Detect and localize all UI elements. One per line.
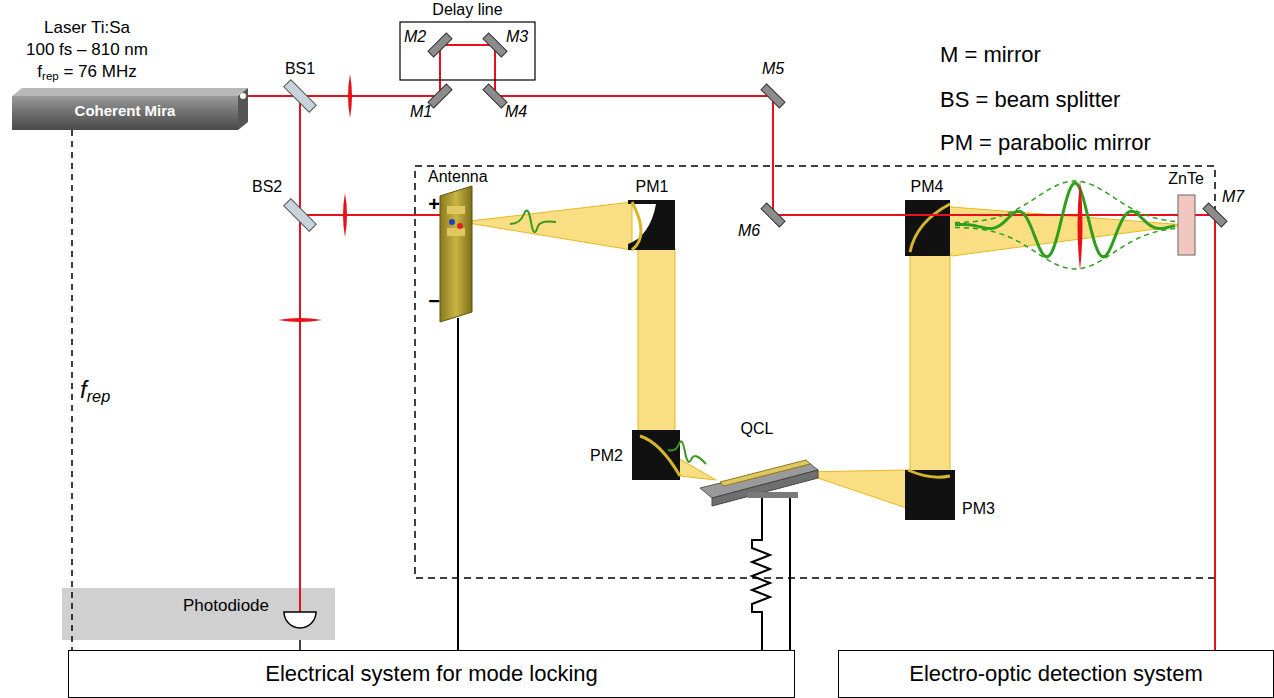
legend-note: PM = parabolic mirror (940, 130, 1151, 155)
photodiode: Photodiode (62, 588, 335, 640)
laser-housing (12, 88, 248, 130)
laser-brand: Coherent Mira (12, 102, 238, 119)
component-name: Photodiode (183, 596, 269, 616)
system-box: Electro-optic detection system (838, 650, 1274, 698)
thz-beam (462, 202, 1186, 516)
part-label: M4 (505, 103, 527, 121)
system-name: Electro-optic detection system (909, 661, 1202, 687)
system-box: Electrical system for mode locking (68, 650, 795, 698)
laser-beam (905, 214, 950, 216)
laser-beam (245, 45, 1215, 650)
laser-source: Laser Ti:Sa100 fs – 810 nmfrep = 76 MHzC… (12, 18, 248, 130)
legend-note: BS = beam splitter (940, 87, 1120, 112)
part-label: PM1 (636, 178, 669, 196)
laser-spec: 100 fs – 810 nm (12, 40, 162, 60)
antenna-symbol (440, 186, 472, 322)
laser-pulse (1078, 180, 1083, 270)
connector (299, 640, 301, 650)
thz-field (955, 183, 1175, 257)
delay-box-outline (400, 22, 535, 80)
part-label: M1 (410, 103, 432, 121)
legend-note: M = mirror (940, 42, 1041, 67)
part-label: M7 (1222, 188, 1244, 206)
thz-pulse (510, 210, 706, 464)
part-label: BS2 (252, 178, 282, 196)
part-label: ZnTe (1168, 170, 1204, 188)
part-label: M3 (506, 28, 528, 46)
connector (71, 130, 73, 650)
part-label: − (428, 290, 440, 313)
envelope (955, 181, 1175, 269)
laser-spec: frep = 76 MHz (12, 62, 162, 82)
qcl-chip (700, 460, 818, 506)
part-label: BS1 (285, 60, 315, 78)
mirror (428, 33, 1227, 227)
dashed-enclosure (415, 166, 1215, 578)
part-label: M2 (404, 28, 426, 46)
parabolic-mirror (628, 200, 955, 520)
beam-splitter (284, 80, 317, 232)
laser-pulse (278, 74, 352, 322)
photodiode-symbol (284, 612, 316, 628)
part-label: PM2 (590, 447, 623, 465)
part-label: M6 (738, 222, 760, 240)
part-label: Antenna (428, 168, 488, 186)
part-label: M5 (762, 60, 784, 78)
znte-crystal (1178, 195, 1195, 255)
box-title: Delay line (400, 1, 535, 19)
part-label: PM3 (962, 500, 995, 518)
part-label: PM4 (911, 178, 944, 196)
part-label: QCL (741, 420, 774, 438)
laser-spec: Laser Ti:Sa (12, 18, 162, 38)
part-label: + (428, 193, 440, 216)
system-name: Electrical system for mode locking (265, 661, 598, 687)
photodiode-ground (62, 588, 335, 640)
edge-label: frep (80, 376, 110, 404)
